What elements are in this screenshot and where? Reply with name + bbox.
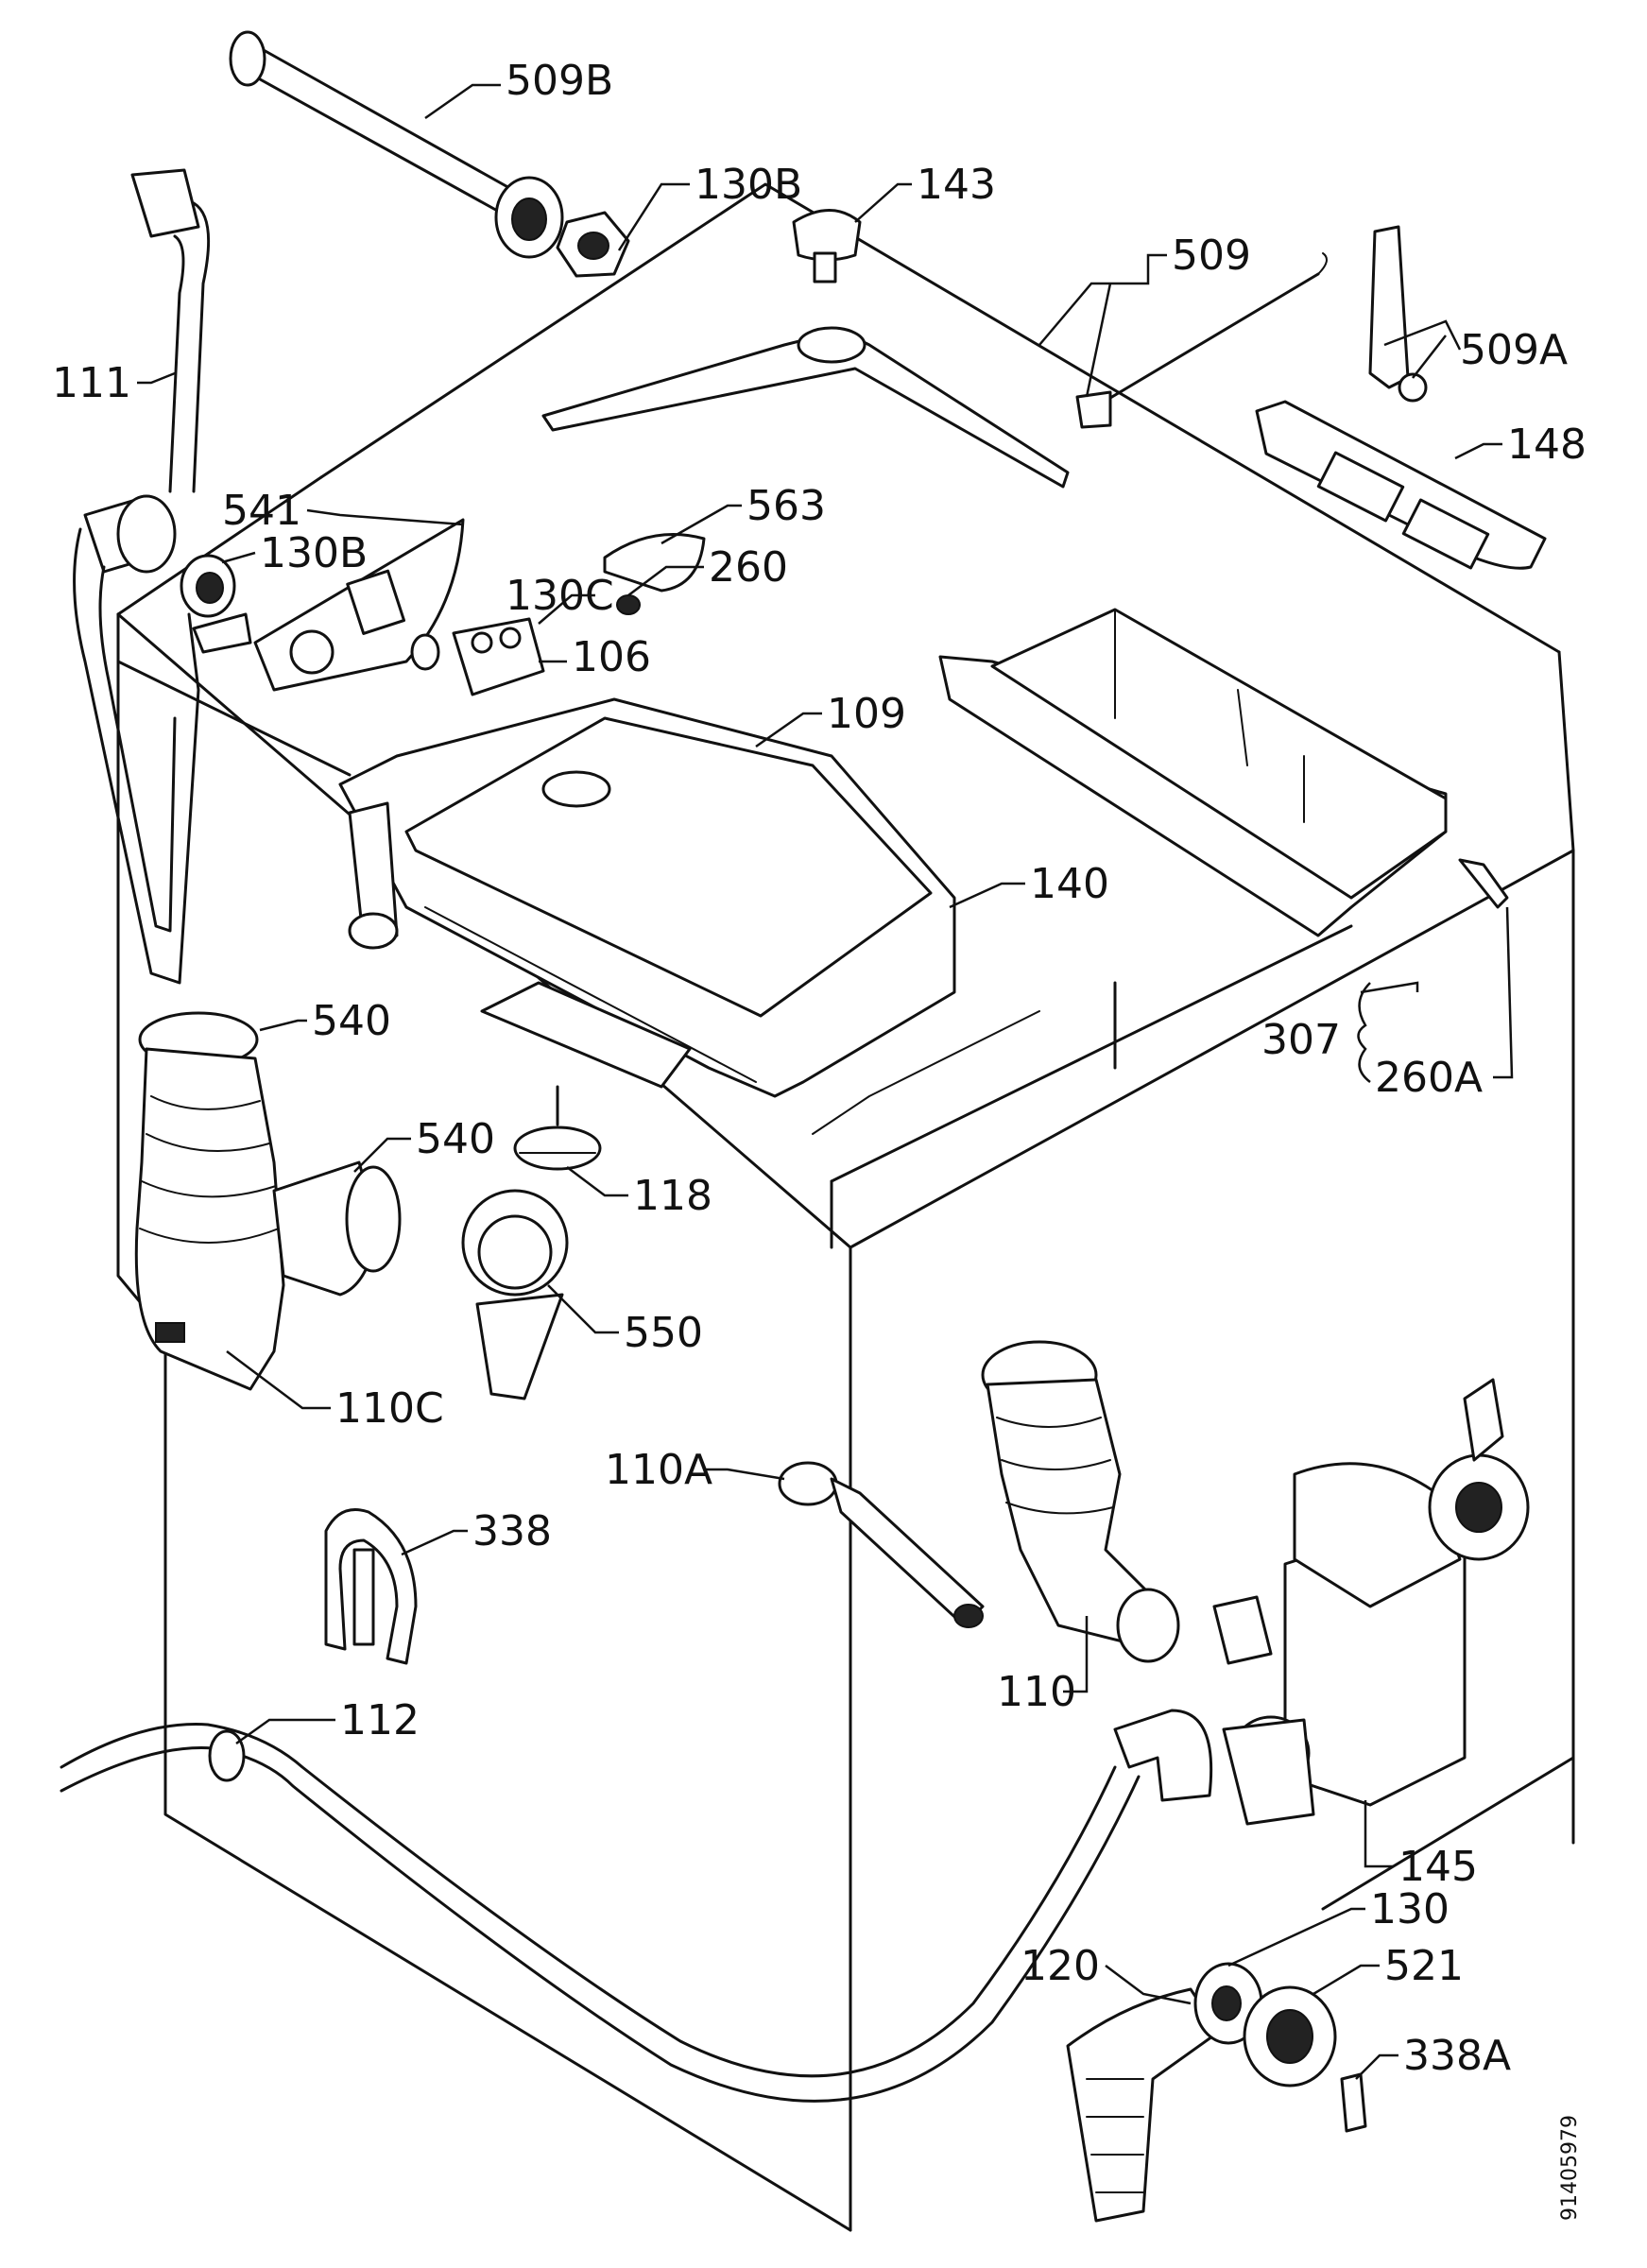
leader-lines [137,83,1514,2080]
label-307: 307 [1261,1016,1341,1064]
label-148: 148 [1507,421,1587,469]
label-541: 541 [222,487,301,535]
label-130B: 130B [260,529,368,577]
label-120: 120 [1021,1942,1100,1990]
label-540-a: 540 [312,997,391,1045]
nut-130b [180,554,236,618]
bellows-110c [134,1011,402,1391]
gear-118 [513,1085,602,1171]
label-112: 112 [340,1696,420,1744]
drain-hose-112 [60,1709,1213,2103]
clamp-550 [461,1189,569,1400]
drawing-code: 91405979 [1558,2115,1582,2221]
elbow-110 [981,1340,1180,1663]
inlet-hose-509b [229,30,630,278]
label-110A: 110A [605,1446,712,1494]
inlet-hose-111 [73,168,211,985]
label-550: 550 [624,1309,703,1357]
label-140: 140 [1030,860,1109,908]
clip-260a [1458,858,1509,909]
label-130: 130 [1370,1885,1450,1933]
cover-563 [603,533,706,593]
bracket-338 [324,1508,418,1665]
label-130C: 130C [506,572,614,620]
label-540-b: 540 [416,1115,495,1163]
label-111: 111 [52,359,131,407]
label-145: 145 [1398,1843,1478,1891]
label-260A: 260A [1375,1054,1483,1102]
knob-143 [792,209,862,284]
lever-509 [541,326,1070,489]
clip-260 [616,594,641,615]
part-labels: 509B 130B 143 509 111 509A 148 541 130B … [52,57,1587,2221]
label-509A: 509A [1460,326,1568,374]
label-521: 521 [1384,1942,1464,1990]
rod-509 [1075,252,1328,429]
label-509: 509 [1172,232,1251,280]
hose-110a [778,1461,985,1628]
label-338A: 338A [1403,2032,1511,2080]
valve-106 [410,617,545,696]
bracket-509a [1368,225,1428,403]
label-260: 260 [709,543,788,592]
label-563: 563 [746,482,826,530]
drawer-307 [938,608,1448,937]
pump-145 [1212,1378,1530,1826]
label-109: 109 [827,690,906,738]
label-143: 143 [917,161,996,209]
label-110C: 110C [335,1384,444,1433]
filter-assembly [1066,1962,1367,2223]
label-509B: 509B [506,57,613,105]
label-338: 338 [472,1507,552,1555]
label-110: 110 [997,1668,1076,1716]
handle-148 [1255,400,1547,570]
label-106: 106 [572,633,651,681]
label-130B-top: 130B [695,161,802,209]
dispenser-housing-109 [338,697,956,1098]
label-118: 118 [633,1172,712,1220]
